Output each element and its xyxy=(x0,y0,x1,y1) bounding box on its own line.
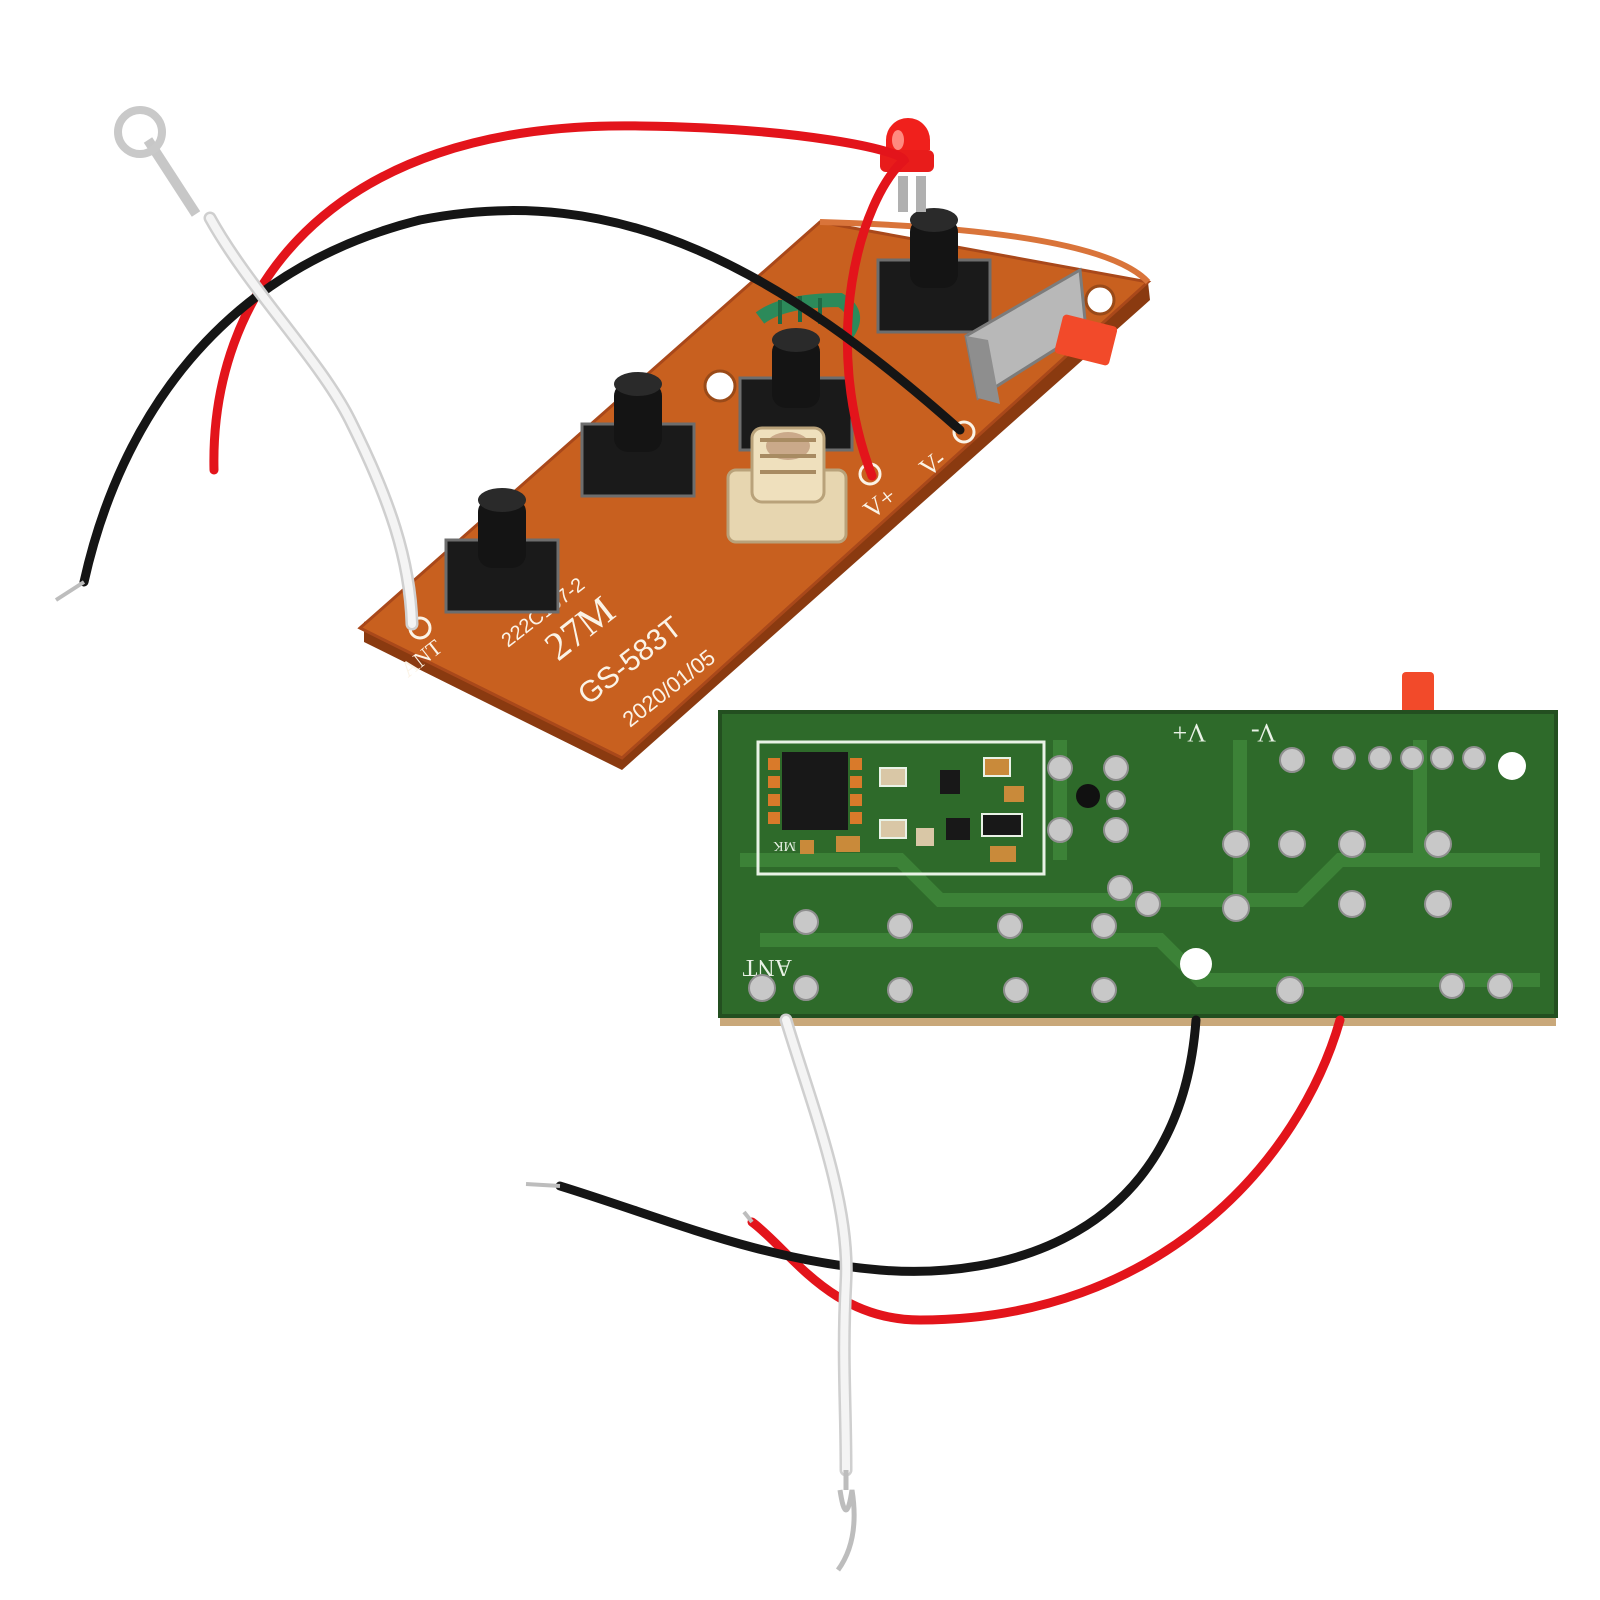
mounting-hole xyxy=(1084,284,1116,316)
ring-terminal xyxy=(114,106,201,217)
transmitter-wires xyxy=(54,106,965,631)
receiver-vminus-label: V- xyxy=(1251,718,1276,747)
red-wire xyxy=(209,121,910,481)
black-wire xyxy=(79,206,965,587)
ic-chip xyxy=(768,752,862,830)
slide-switch xyxy=(964,267,1118,404)
transmitter-board: ANT 222C197-2 27M GS-583T 2020/01/05 V+ … xyxy=(54,106,1152,770)
tuning-coil xyxy=(726,426,848,544)
mounting-hole xyxy=(1180,948,1212,980)
push-button-4 xyxy=(876,208,992,334)
mk-label: MK xyxy=(773,838,796,853)
mounting-hole xyxy=(703,369,737,403)
receiver-board: MK V+ V- ANT xyxy=(525,672,1558,1572)
mounting-hole xyxy=(1498,752,1526,780)
push-button-2 xyxy=(580,372,696,498)
receiver-vplus-label: V+ xyxy=(1173,718,1206,747)
push-button-1 xyxy=(444,488,560,614)
red-wire xyxy=(747,1015,1345,1325)
black-wire xyxy=(555,1015,1201,1276)
receiver-wires xyxy=(525,1013,1345,1572)
terminal-tip xyxy=(835,1470,857,1572)
solder-joints xyxy=(748,746,1513,1004)
